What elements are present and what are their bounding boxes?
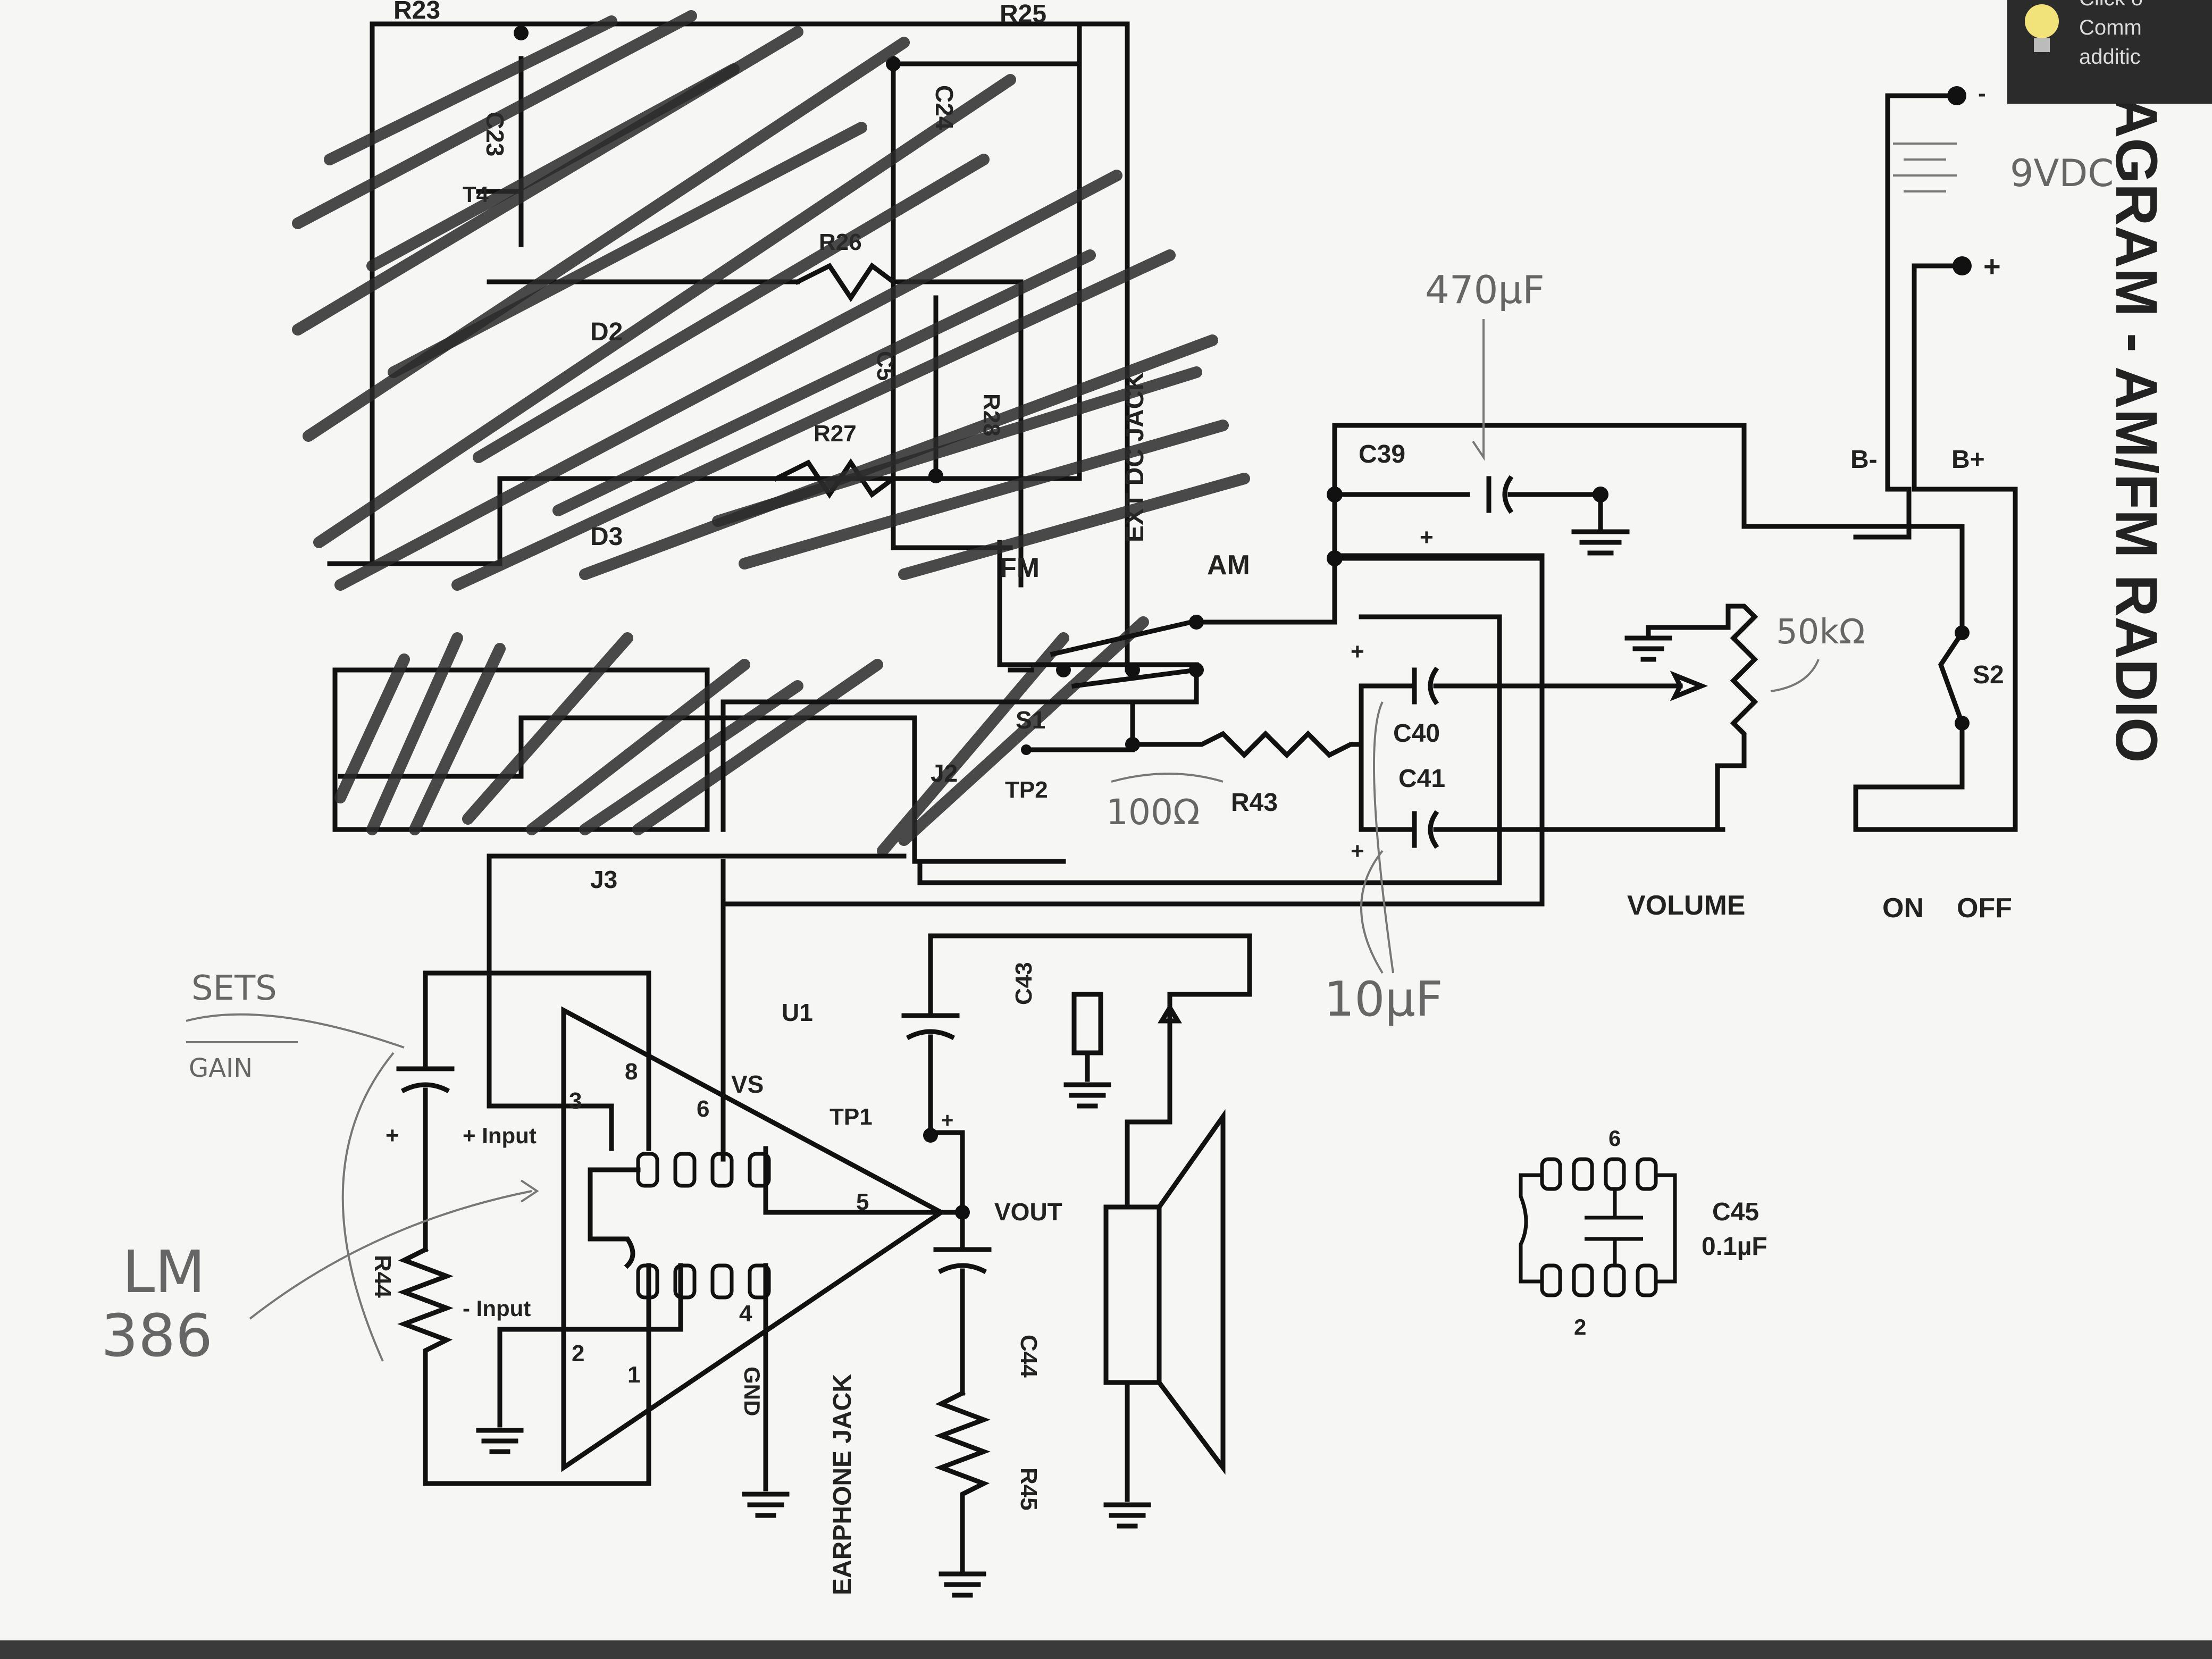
r43-label: R43 bbox=[1231, 789, 1278, 817]
vs-label: VS bbox=[731, 1070, 764, 1098]
lm386-note-1: LM bbox=[122, 1238, 205, 1306]
off-label: OFF bbox=[1957, 893, 2012, 924]
output-stage: TP1 + VOUT C43 C44 R45 EARPHONE JACK bbox=[828, 933, 1252, 1598]
u1-label: U1 bbox=[782, 999, 813, 1026]
pin5-label: 5 bbox=[856, 1189, 869, 1215]
pin1-label: 1 bbox=[627, 1362, 640, 1388]
c44-label: C44 bbox=[1016, 1335, 1042, 1378]
tooltip-line-3: additic bbox=[2079, 45, 2141, 69]
pin6-label: 6 bbox=[697, 1096, 709, 1122]
plus-input-label: + Input bbox=[463, 1123, 537, 1148]
c43-label: C43 bbox=[1011, 962, 1037, 1005]
battery-note: 9VDC bbox=[2010, 152, 2114, 195]
c40-c41-value-note: 10µF bbox=[1324, 971, 1443, 1027]
tp2-label: TP2 bbox=[1005, 777, 1048, 803]
am-label: AM bbox=[1207, 550, 1250, 581]
tuner-section: R23 R25 C23 T4 C24 D2 D3 R26 R27 R28 C5 … bbox=[292, 0, 1250, 673]
r23-label: R23 bbox=[393, 0, 440, 24]
tp1-plus: + bbox=[941, 1109, 953, 1132]
minus-input-label: - Input bbox=[463, 1296, 531, 1321]
c41-plus: + bbox=[1351, 838, 1364, 864]
amplifier-section: U1 8 3 6 VS 5 2 1 4 + Input - Input + R4… bbox=[370, 853, 1539, 1518]
tp1-label: TP1 bbox=[830, 1104, 873, 1130]
volume-label: VOLUME bbox=[1627, 890, 1745, 921]
r43-value-note: 100Ω bbox=[1106, 792, 1200, 833]
pin3-label: 3 bbox=[569, 1088, 582, 1114]
coupling-network: C39 + C40 C41 R43 + + bbox=[1231, 423, 1965, 864]
pin8-label: 8 bbox=[625, 1059, 638, 1085]
battery-plus: + bbox=[1983, 249, 2001, 283]
pin2-label: 2 bbox=[572, 1340, 584, 1367]
c45-package: 6 2 C45 0.1µF bbox=[1519, 1126, 1767, 1339]
lm386-note-2: 386 bbox=[101, 1302, 213, 1370]
c45-label: C45 bbox=[1712, 1198, 1759, 1226]
d3-label: D3 bbox=[590, 523, 623, 551]
vout-label: VOUT bbox=[994, 1198, 1062, 1226]
filter-block bbox=[332, 616, 1149, 864]
s2-label: S2 bbox=[1973, 661, 2004, 689]
c-plus-label: + bbox=[386, 1122, 399, 1149]
r45-label: R45 bbox=[1016, 1468, 1042, 1511]
tooltip-line-1: Click o bbox=[2079, 0, 2143, 10]
battery-minus: - bbox=[1978, 80, 1986, 106]
j3-label: J3 bbox=[590, 866, 617, 893]
tooltip-line-2: Comm bbox=[2079, 16, 2142, 39]
handwritten-notes: 470µF 9VDC 50kΩ 100Ω 10µF SETS GAIN LM 3… bbox=[101, 152, 2114, 1370]
chip-pins-top bbox=[636, 1152, 771, 1300]
lightbulb-icon bbox=[2025, 4, 2059, 52]
page-edge bbox=[0, 1640, 2212, 1659]
c40-plus: + bbox=[1351, 639, 1364, 665]
c39-plus: + bbox=[1420, 524, 1434, 550]
fm-label: FM bbox=[1000, 552, 1040, 583]
r27-label: R27 bbox=[814, 421, 857, 447]
r25-label: R25 bbox=[1000, 0, 1046, 28]
power-switch: - + B- B+ S2 ON OFF bbox=[1850, 80, 2018, 924]
s1-label: S1 bbox=[1016, 706, 1045, 734]
gnd-label: GND bbox=[740, 1367, 765, 1416]
page-title: AGRAM - AM/FM RADIO bbox=[2104, 96, 2169, 763]
c45-pin6-label: 6 bbox=[1608, 1126, 1621, 1151]
comment-tooltip[interactable]: Click o Comm additic bbox=[2007, 0, 2212, 104]
on-label: ON bbox=[1882, 893, 1924, 924]
volume-potentiometer: VOLUME bbox=[1624, 604, 1758, 921]
c45-value-label: 0.1µF bbox=[1702, 1233, 1767, 1261]
sets-gain-note-1: SETS bbox=[191, 969, 277, 1008]
c41-label: C41 bbox=[1398, 765, 1445, 793]
b-minus-label: B- bbox=[1850, 446, 1878, 474]
sets-gain-note-2: GAIN bbox=[189, 1053, 253, 1083]
b-plus-label: B+ bbox=[1951, 446, 1985, 474]
pin4-label: 4 bbox=[739, 1301, 752, 1327]
earphone-jack-label: EARPHONE JACK bbox=[828, 1374, 857, 1595]
r44-label: R44 bbox=[370, 1255, 396, 1298]
c39-label: C39 bbox=[1359, 440, 1405, 468]
c40-label: C40 bbox=[1393, 719, 1440, 748]
volume-pot-note: 50kΩ bbox=[1776, 613, 1865, 652]
c45-pin2-label: 2 bbox=[1574, 1314, 1586, 1339]
c39-value-note: 470µF bbox=[1425, 267, 1545, 312]
j2-label: J2 bbox=[931, 759, 958, 787]
